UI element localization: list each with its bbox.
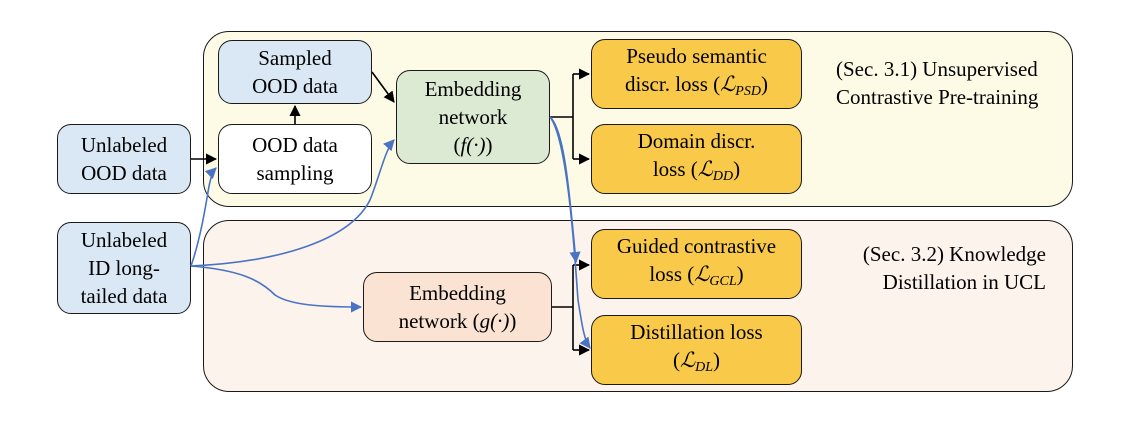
embed-f-symbol: (f(·)) [453,133,493,157]
gcl-line2-text: loss [649,262,683,286]
blue-arrow-embed-f-to-dl [549,116,591,349]
pretraining-title-line1: (Sec. 3.1) Unsupervised [836,57,1038,81]
embed-g-line1: Embedding [409,281,506,305]
embed-f-math: f(·) [460,133,486,157]
dd-subscript: DD [712,169,734,184]
pseudo-semantic-discr-loss-box: Pseudo semantic discr. loss (ℒPSD) [591,39,802,109]
psd-line2: discr. loss (ℒPSD) [625,72,768,99]
distillation-loss-box: Distillation loss (ℒDL) [591,315,802,385]
pretraining-panel-title: (Sec. 3.1) Unsupervised Contrastive Pre-… [836,55,1056,111]
dl-line2: (ℒDL) [672,348,721,375]
embed-g-network-word: network [398,309,468,333]
distillation-title-line2: Distillation in UCL [882,270,1046,294]
gcl-subscript: GCL [709,274,737,289]
arrow-sampled-to-embed-f [371,71,395,103]
domain-discr-loss-box: Domain discr. loss (ℒDD) [591,124,802,194]
embed-f-line1: Embedding [424,77,522,101]
embedding-network-f-box: Embedding network (f(·)) [396,70,550,164]
id-input-line3: tailed data [80,284,168,308]
sampled-line1: Sampled [258,46,332,70]
blue-arrow-id-to-sampling [190,167,217,267]
dd-line1: Domain discr. [637,129,756,153]
blue-arrow-id-to-embed-g [190,265,363,313]
dl-subscript: DL [695,360,714,375]
sampling-line2: sampling [256,161,334,185]
embed-f-line2: network [438,105,508,129]
id-input-line2: ID long- [88,256,160,280]
unlabeled-id-longtailed-data-box: Unlabeled ID long- tailed data [57,222,191,314]
distillation-panel-title: (Sec. 3.2) Knowledge Distillation in UCL [820,240,1046,296]
embed-g-line2: network (g(·)) [398,309,517,333]
psd-line2-text: discr. loss [625,72,708,96]
psd-subscript: PSD [735,84,761,99]
ood-input-line1: Unlabeled [80,133,168,157]
sampling-line1: OOD data [252,133,338,157]
pretraining-title-line2: Contrastive Pre-training [836,85,1039,109]
blue-arrow-id-to-embed-f [190,139,395,267]
gcl-line2: loss (ℒGCL) [649,262,744,289]
fanout-embed-f [550,74,574,159]
ood-input-line2: OOD data [81,161,167,185]
distillation-title-line1: (Sec. 3.2) Knowledge [862,242,1046,266]
dd-line2-text: loss [652,157,686,181]
sampled-ood-data-box: Sampled OOD data [218,40,372,104]
fanout-embed-g [552,265,574,350]
id-input-line1: Unlabeled [80,228,168,252]
sampled-line2: OOD data [252,74,338,98]
psd-line1: Pseudo semantic [626,44,767,68]
embedding-network-g-box: Embedding network (g(·)) [363,272,552,342]
dd-line2: loss (ℒDD) [652,157,741,184]
unlabeled-ood-data-box: Unlabeled OOD data [57,124,191,194]
embed-g-math: g(·) [479,309,510,333]
guided-contrastive-loss-box: Guided contrastive loss (ℒGCL) [591,229,802,299]
gcl-line1: Guided contrastive [616,234,777,258]
ood-data-sampling-box: OOD data sampling [218,124,372,194]
dl-line1: Distillation loss [630,320,763,344]
blue-arrow-embed-f-to-gcl [549,116,581,264]
